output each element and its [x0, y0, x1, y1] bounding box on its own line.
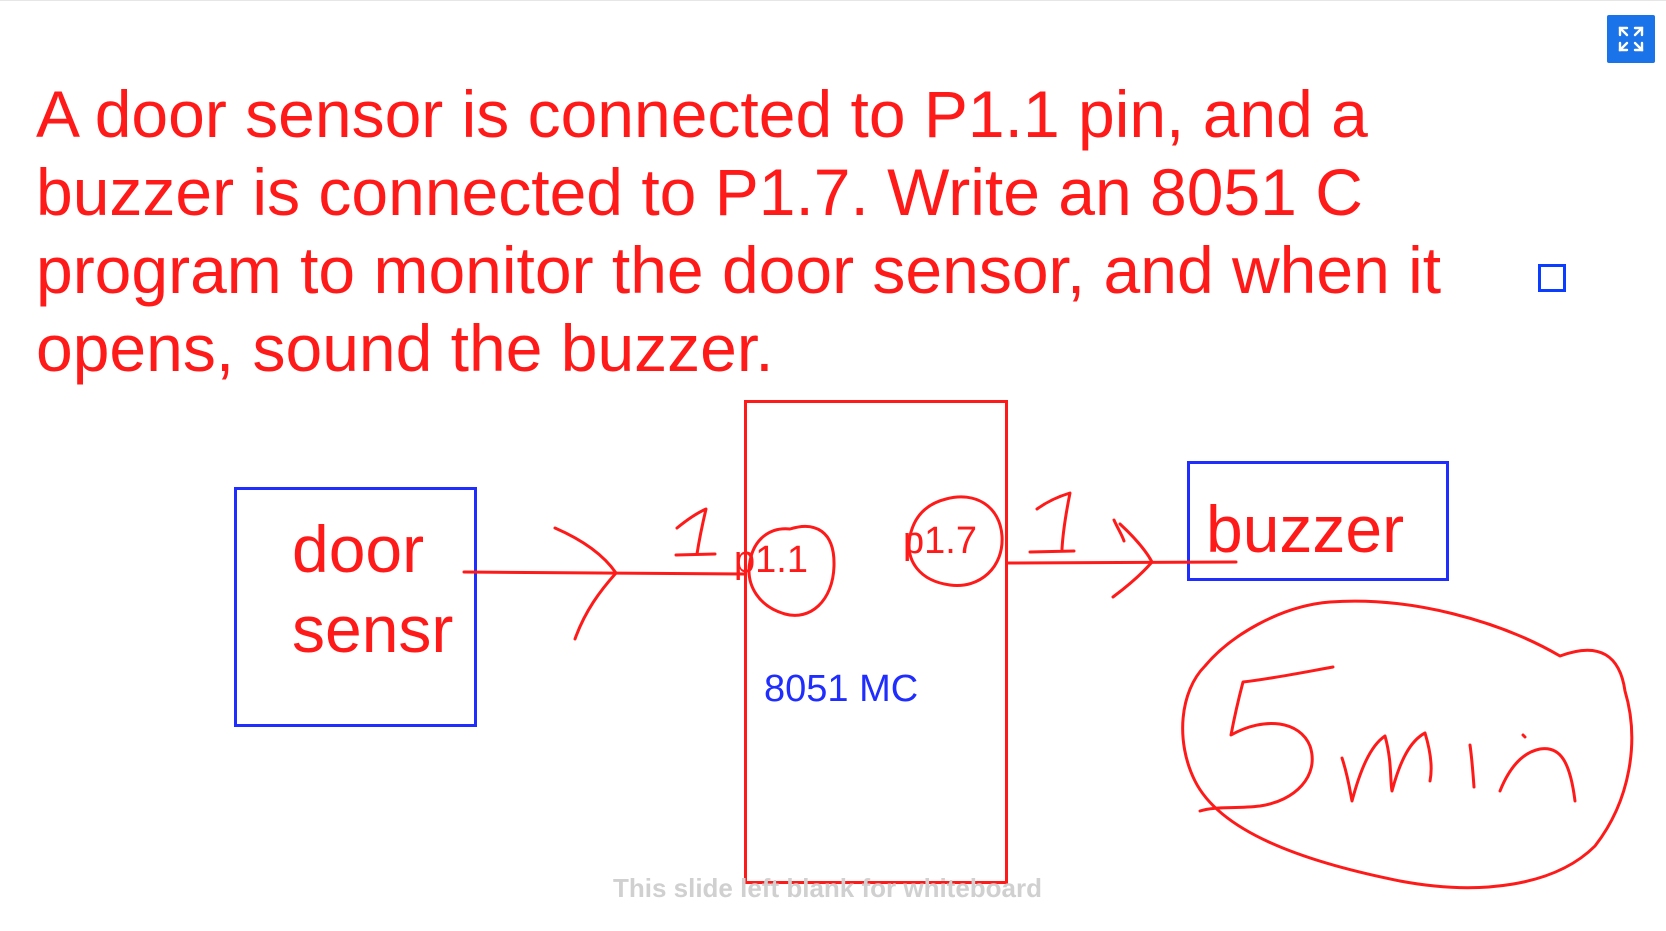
five-min-circle	[1181, 599, 1634, 890]
pin-p1-1-label: p1.1	[734, 539, 808, 581]
door-sensor-box[interactable]	[234, 487, 477, 727]
pin-p1-7-label: p1.7	[903, 520, 977, 562]
mcu-box[interactable]	[744, 400, 1008, 884]
input-arrow-head	[553, 526, 618, 641]
door-sensor-label-line-2: sensr	[292, 592, 454, 666]
question-text: A door sensor is connected to P1.1 pin, …	[36, 75, 1536, 387]
output-arrow-head	[1111, 522, 1154, 599]
buzzer-box[interactable]	[1187, 461, 1449, 581]
fullscreen-button[interactable]	[1607, 15, 1655, 63]
n-glyph	[1498, 747, 1577, 803]
mcu-label: 8051 MC	[764, 668, 919, 710]
small-square-shape[interactable]	[1538, 264, 1566, 292]
five-glyph	[1198, 665, 1335, 813]
output-one-digit	[1028, 491, 1076, 554]
expand-icon	[1618, 26, 1644, 52]
input-one-digit	[674, 507, 717, 557]
question-line-3: program to monitor the door sensor, and …	[36, 233, 1442, 307]
m-glyph	[1340, 731, 1433, 803]
question-line-2: buzzer is connected to P1.7. Write an 80…	[36, 155, 1363, 229]
whiteboard-note: This slide left blank for whiteboard	[612, 873, 1043, 903]
buzzer-label: buzzer	[1206, 492, 1405, 566]
question-line-1: A door sensor is connected to P1.1 pin, …	[36, 77, 1368, 151]
wire-door-to-mcu	[462, 570, 747, 576]
i-glyph	[1468, 733, 1527, 789]
output-tick	[1112, 518, 1126, 543]
question-line-4: opens, sound the buzzer.	[36, 311, 774, 385]
door-sensor-label-line-1: door	[292, 512, 425, 586]
